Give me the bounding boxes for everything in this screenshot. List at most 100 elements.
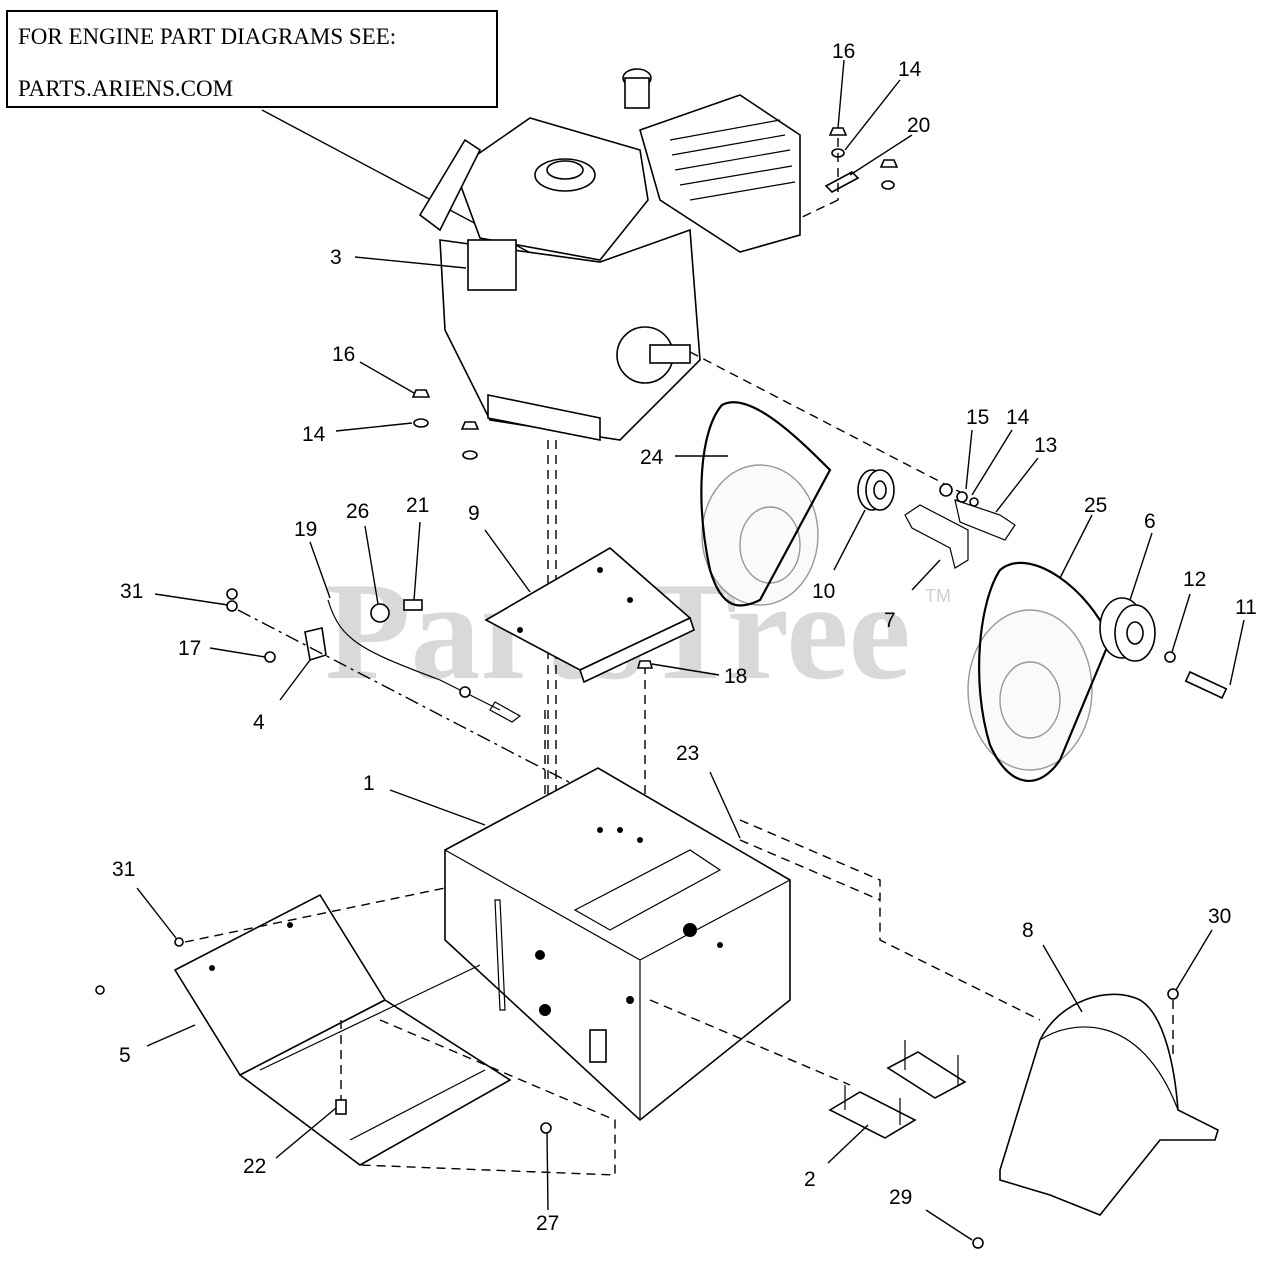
callout-31-lower: 31 — [112, 858, 135, 881]
engine-base-hardware — [411, 389, 480, 460]
callout-24: 24 — [640, 446, 664, 469]
bracket-4 — [304, 627, 327, 662]
crankshaft-centerline — [689, 351, 961, 493]
cable-assembly[interactable] — [226, 588, 522, 723]
drive-pulley-24[interactable] — [700, 401, 832, 607]
pulley-24-hub — [739, 506, 801, 584]
note-line-1: FOR ENGINE PART DIAGRAMS SEE: — [18, 24, 397, 49]
plate-9-edge — [579, 616, 695, 684]
crankshaft — [649, 344, 691, 364]
mounting-plate-9[interactable] — [484, 547, 695, 684]
engine-base — [487, 394, 601, 441]
plate-5-rod-2 — [349, 1069, 486, 1141]
cable-axis-line — [237, 609, 743, 873]
clip-22 — [335, 1099, 347, 1115]
callout-22: 22 — [243, 1155, 266, 1178]
muffler-guard — [639, 94, 801, 253]
callout-7: 7 — [884, 609, 896, 632]
callout-31-upper: 31 — [120, 580, 143, 603]
callout-26: 26 — [346, 500, 369, 523]
callout-5: 5 — [119, 1044, 131, 1067]
callout-11: 11 — [1235, 596, 1257, 619]
plate-5-bottom — [238, 999, 512, 1166]
callout-27: 27 — [536, 1212, 559, 1235]
cover-plate-5[interactable] — [173, 893, 512, 1166]
callout-9: 9 — [468, 502, 480, 525]
spacer-15 — [939, 483, 953, 497]
mount-brackets-2[interactable] — [828, 1040, 967, 1139]
callout-8: 8 — [1022, 919, 1034, 942]
note-line-2: PARTS.ARIENS.COM — [18, 76, 234, 101]
nut-18 — [636, 660, 654, 669]
callout-20: 20 — [907, 114, 930, 137]
cable-end — [489, 701, 522, 723]
washer-14-idler — [956, 491, 968, 503]
washer-top-right — [881, 180, 895, 190]
bolt-line-27 — [359, 1019, 616, 1176]
callout-16-top: 16 — [832, 40, 855, 63]
bracket-2-b — [886, 1051, 967, 1099]
callout-14-top: 14 — [898, 58, 922, 81]
idler-arm — [954, 499, 1016, 541]
engine-top-hardware — [799, 127, 899, 219]
frame-1-slot — [494, 899, 506, 1011]
shroud-8-body — [999, 993, 1219, 1216]
washer-12 — [1164, 651, 1176, 663]
bolt-30 — [1167, 988, 1179, 1000]
frame-1-outline — [444, 767, 791, 1122]
callout-4: 4 — [253, 711, 265, 734]
callout-10: 10 — [812, 580, 835, 603]
idler-bracket-7[interactable] — [904, 504, 969, 569]
nut-16-top — [828, 127, 848, 136]
bolt-centerline-top-2 — [799, 199, 839, 219]
washer-base-2 — [462, 450, 478, 460]
callout-30: 30 — [1208, 905, 1231, 928]
callout-1: 1 — [363, 772, 375, 795]
cable-ferrule — [459, 686, 471, 698]
belt-24 — [700, 401, 832, 607]
pulley-6[interactable] — [1099, 597, 1156, 662]
bolt-21 — [403, 599, 423, 611]
callout-14-idler: 14 — [1006, 406, 1030, 429]
bolt-line-23 — [739, 839, 881, 901]
bracket-2-a — [828, 1091, 917, 1139]
bolt-29 — [972, 1237, 984, 1249]
idler-26 — [370, 603, 390, 623]
nut-16-base — [411, 389, 431, 398]
callout-6: 6 — [1144, 510, 1156, 533]
bolt-line-2 — [649, 999, 851, 1086]
nut-top-right — [879, 159, 899, 168]
fuel-cap-top — [546, 160, 584, 180]
engine-assembly[interactable] — [418, 68, 801, 441]
recoil-handle — [418, 138, 482, 232]
frame-1-tab — [589, 1029, 607, 1063]
callout-19: 19 — [294, 518, 317, 541]
muffler-guard-slots — [669, 119, 796, 201]
bolt-31-a — [226, 588, 238, 600]
bolt-31-b — [226, 600, 238, 612]
callout-13: 13 — [1034, 434, 1057, 457]
engine-reference-note: FOR ENGINE PART DIAGRAMS SEE: PARTS.ARIE… — [6, 10, 498, 108]
watermark-tm: TM — [925, 586, 951, 606]
pulley-6-bore — [1126, 621, 1144, 645]
loose-bolt — [95, 985, 105, 995]
washer-14-base — [413, 418, 429, 428]
belt-shroud-8[interactable] — [999, 993, 1219, 1216]
oil-fill-neck — [624, 77, 650, 109]
bolt-31-lower — [174, 937, 184, 947]
auger-pulley-25[interactable] — [967, 561, 1112, 782]
callout-15: 15 — [966, 406, 989, 429]
idler-hardware — [939, 483, 1016, 541]
callout-3: 3 — [330, 246, 342, 269]
belt-25 — [978, 561, 1112, 782]
small-pulley-10[interactable] — [857, 469, 895, 511]
callout-leaders — [136, 59, 1245, 1241]
bolt-27 — [540, 1122, 552, 1134]
bolt-11 — [1184, 670, 1228, 700]
frame-1[interactable] — [444, 767, 791, 1122]
shroud-8-edge — [1039, 1026, 1179, 1111]
nut-base-2 — [460, 421, 480, 430]
callout-18: 18 — [724, 665, 747, 688]
frame-1-crossmember — [573, 849, 722, 931]
